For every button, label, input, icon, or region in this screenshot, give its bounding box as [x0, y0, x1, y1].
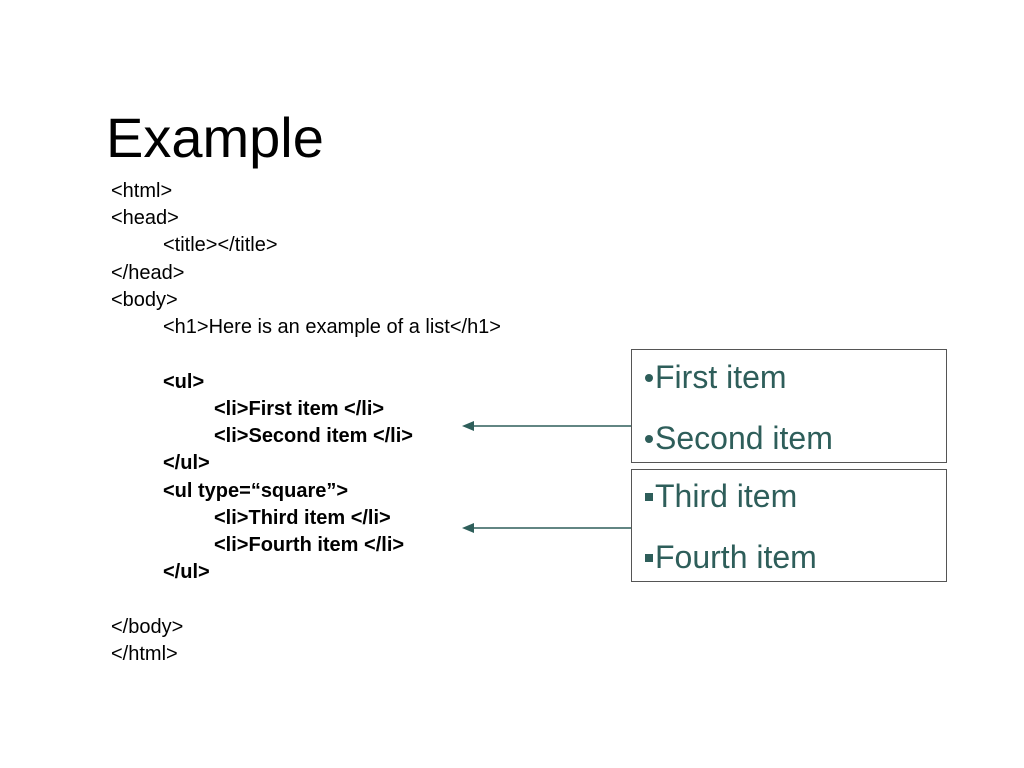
code-line: </body>	[111, 616, 184, 638]
code-line: <h1>Here is an example of a list</h1>	[163, 316, 501, 338]
code-line: <body>	[111, 289, 178, 311]
code-line: </head>	[111, 262, 185, 284]
code-line: <li>Fourth item </li>	[214, 534, 405, 556]
list-item-label: Third item	[655, 478, 798, 514]
code-line: </ul>	[163, 452, 210, 474]
code-line: </ul>	[163, 561, 210, 583]
code-line: </html>	[111, 643, 178, 665]
list-item: Second item	[645, 418, 833, 458]
code-line: <ul>	[163, 371, 205, 393]
code-line: <li>First item </li>	[214, 398, 385, 420]
square-list-preview: Third item Fourth item	[631, 469, 947, 582]
square-bullet-icon	[645, 554, 653, 562]
code-line: <li>Second item </li>	[214, 425, 413, 447]
list-item-label: Fourth item	[655, 539, 817, 575]
code-line: <html>	[111, 180, 173, 202]
code-line: <head>	[111, 207, 179, 229]
disc-bullet-icon	[645, 435, 653, 443]
arrow-left-icon	[462, 523, 631, 533]
disc-bullet-icon	[645, 374, 653, 382]
list-item-label: Second item	[655, 420, 833, 456]
code-line: <title></title>	[163, 234, 278, 256]
list-item-label: First item	[655, 359, 787, 395]
code-line: <li>Third item </li>	[214, 507, 391, 529]
list-item: Fourth item	[645, 537, 817, 577]
arrow-left-icon	[462, 421, 631, 431]
list-item: First item	[645, 357, 787, 397]
disc-list-preview: First item Second item	[631, 349, 947, 463]
slide-title: Example	[106, 106, 324, 169]
square-bullet-icon	[645, 493, 653, 501]
list-item: Third item	[645, 476, 797, 516]
code-line: <ul type=“square”>	[163, 480, 349, 502]
